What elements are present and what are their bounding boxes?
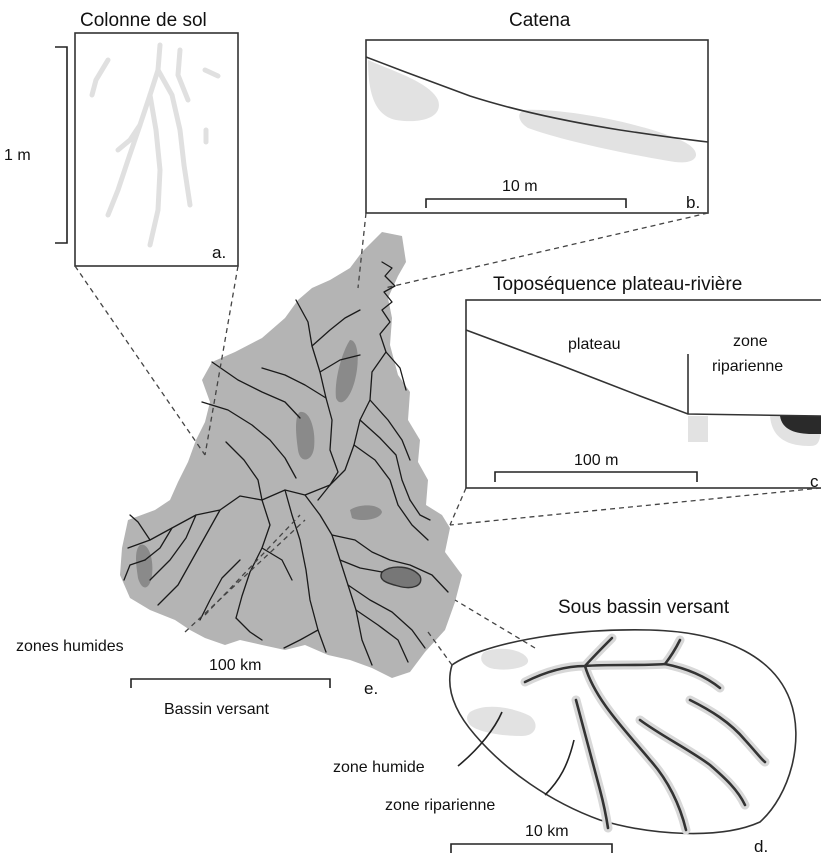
panel-a-title: Colonne de sol xyxy=(80,10,207,31)
panel-c-scale-label: 100 m xyxy=(574,452,618,469)
panel-b-catena: 10 m b. xyxy=(366,40,708,213)
panel-a-scale-bar xyxy=(55,47,67,243)
basin-shape xyxy=(120,232,462,678)
panel-a-scale-label: 1 m xyxy=(4,147,31,164)
panel-d-scale-label: 10 km xyxy=(525,823,569,840)
panel-c-frame xyxy=(466,300,821,488)
subbasin-wetland-label: zone humide xyxy=(333,759,425,776)
riparian-label-line2: riparienne xyxy=(712,358,783,375)
panel-b-scale-label: 10 m xyxy=(502,178,538,195)
panel-e-scale-bar xyxy=(131,679,330,688)
subbasin-riparian-label: zone riparienne xyxy=(385,797,495,814)
panel-a-letter: a. xyxy=(212,243,226,262)
wetlands-label: zones humides xyxy=(16,638,124,655)
basin-caption: Bassin versant xyxy=(164,701,269,718)
plateau-label: plateau xyxy=(568,336,621,353)
panel-e-letter: e. xyxy=(364,679,378,698)
panel-b-letter: b. xyxy=(686,193,700,212)
basin-map xyxy=(120,232,462,678)
riparian-label-line1: zone xyxy=(733,333,768,350)
panel-b-title: Catena xyxy=(509,10,571,31)
panel-c-toposequence: 100 m plateau zone riparienne c xyxy=(466,300,821,491)
panel-a-soil-column: a. xyxy=(75,33,238,266)
panel-d-scale-bar xyxy=(451,844,612,853)
panel-e-scale-label: 100 km xyxy=(209,657,261,674)
panel-d-letter: d. xyxy=(754,837,768,856)
panel-c-pale-patch xyxy=(688,416,708,442)
panel-d-title: Sous bassin versant xyxy=(558,597,730,618)
panel-c-title: Toposéquence plateau-rivière xyxy=(493,274,742,295)
